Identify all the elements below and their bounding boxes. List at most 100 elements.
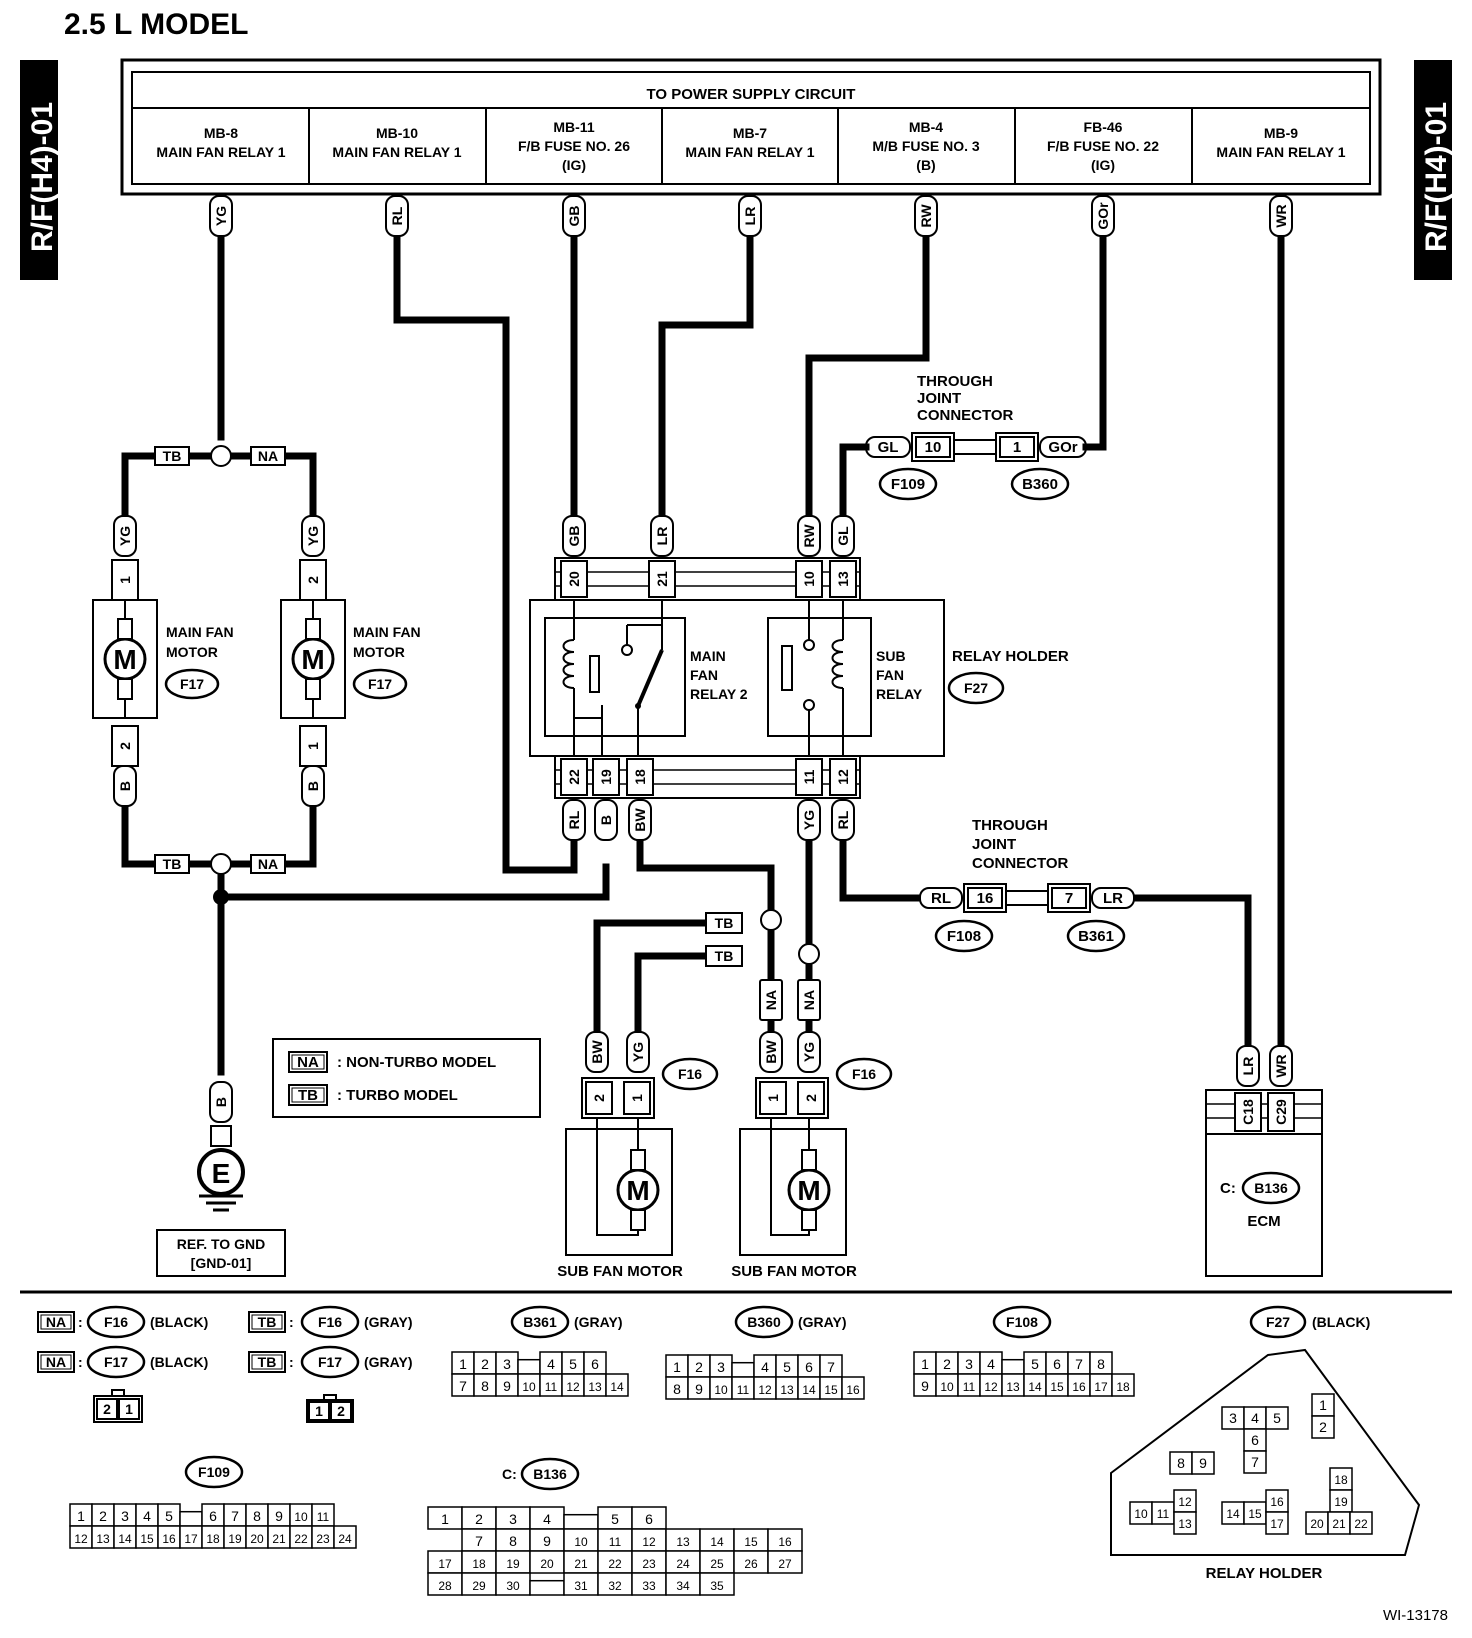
f27-cell <box>1311 1415 1335 1439</box>
wire-tag-gor: GOr <box>1095 202 1111 230</box>
sub-fan-relay-label-3: RELAY <box>876 686 923 702</box>
b360-pin-15: 15 <box>824 1383 838 1397</box>
f108-pin-9: 9 <box>921 1378 929 1394</box>
f108-pin-7: 7 <box>1075 1356 1083 1372</box>
key-f17-gray-color: (GRAY) <box>364 1354 413 1370</box>
b136-pin-6: 6 <box>645 1511 653 1527</box>
key-b360: B360 <box>747 1314 781 1330</box>
f17-label-left: F17 <box>180 676 204 692</box>
b361-cell <box>605 1373 629 1397</box>
main-fan-relay2-label-1: MAIN <box>690 648 726 664</box>
b360-cell <box>731 1361 755 1378</box>
f27-pin-17: 17 <box>1270 1517 1284 1531</box>
b360-pin-13: 13 <box>780 1383 794 1397</box>
b360-pin-4: 4 <box>761 1359 769 1375</box>
f108-pin-2: 2 <box>943 1356 951 1372</box>
wire-tag-gb: GB <box>566 206 582 227</box>
b360-pin-6: 6 <box>805 1359 813 1375</box>
wire-tag-wr-ecm: WR <box>1273 1054 1289 1077</box>
sub-fan-relay-label-1: SUB <box>876 648 906 664</box>
wire-tag-lr-relay: LR <box>654 527 670 546</box>
wire-tag-b-motor-left: B <box>117 781 133 791</box>
b136-pin-4: 4 <box>543 1511 551 1527</box>
b136-pin-14: 14 <box>710 1535 724 1549</box>
f108-pin-16: 16 <box>1072 1380 1086 1394</box>
f16-label-left: F16 <box>678 1066 702 1082</box>
tb-tag-sub-2: TB <box>715 948 734 964</box>
tjc-bottom-line2: JOINT <box>972 836 1016 853</box>
wire-tags-top: YG RL GB LR RW GOr WR <box>209 195 1293 237</box>
b136-pin-7: 7 <box>475 1533 483 1549</box>
pin-1-sub-left: 1 <box>629 1094 645 1102</box>
wire-tag-rl-relay-bottom-2: RL <box>835 810 851 829</box>
relay-holder-label: RELAY HOLDER <box>952 648 1069 665</box>
f109-pin-18: 18 <box>206 1532 220 1546</box>
f109-pin-11: 11 <box>317 1510 330 1524</box>
key-b361-color: (GRAY) <box>574 1314 623 1330</box>
f27-pin-5: 5 <box>1273 1410 1281 1426</box>
key-f108: F108 <box>1006 1314 1038 1330</box>
f27-pin-8: 8 <box>1177 1455 1185 1471</box>
f109-pin-17: 17 <box>184 1532 198 1546</box>
b136-pin-25: 25 <box>710 1557 724 1571</box>
key-b136-prefix: C: <box>502 1466 517 1482</box>
sub-fan-motor-label-right: SUB FAN MOTOR <box>731 1263 857 1280</box>
b360-pin-9: 9 <box>695 1381 703 1397</box>
f17-label-right: F17 <box>368 676 392 692</box>
b361-pin-1: 1 <box>459 1356 467 1372</box>
na-tag-sub-1: NA <box>763 990 779 1010</box>
b136-pin-11: 11 <box>609 1535 622 1549</box>
key-tb-f17-tag: TB <box>258 1354 277 1370</box>
f27-pin-22: 22 <box>1354 1517 1368 1531</box>
pin-16-tjc: 16 <box>977 890 994 907</box>
f109-pin-24: 24 <box>338 1532 352 1546</box>
b360-pin-16: 16 <box>846 1383 860 1397</box>
f109-pin-16: 16 <box>162 1532 176 1546</box>
source-7-line2: MAIN FAN RELAY 1 <box>1216 144 1345 160</box>
b136-label-ecm: B136 <box>1254 1180 1288 1196</box>
pin-10-tjc: 10 <box>925 439 942 456</box>
f109-pin-20: 20 <box>250 1532 264 1546</box>
f108-pin-12: 12 <box>984 1380 998 1394</box>
key-f17-gray: F17 <box>318 1354 342 1370</box>
main-fan-motor-label-right-1: MAIN FAN <box>353 624 421 640</box>
pin-18: 18 <box>632 769 648 785</box>
b361-pin-4: 4 <box>547 1356 555 1372</box>
source-4-line1: MB-7 <box>733 125 767 141</box>
b361-pin-13: 13 <box>588 1380 602 1394</box>
source-4-line2: MAIN FAN RELAY 1 <box>685 144 814 160</box>
b136-pin-27: 27 <box>778 1557 792 1571</box>
wire-tag-lr-tjc: LR <box>1103 890 1123 907</box>
side-tag-left-text: R/F(H4)-01 <box>26 102 59 252</box>
b136-pin-33: 33 <box>642 1579 656 1593</box>
f27-pin-2: 2 <box>1319 1419 1327 1435</box>
key-tb-f16-tag: TB <box>258 1314 277 1330</box>
tjc-bottom-line1: THROUGH <box>972 817 1048 834</box>
pin-1-motor-left: 1 <box>117 576 133 584</box>
tb-tag-top-left: TB <box>163 448 182 464</box>
f108-label: F108 <box>947 928 981 945</box>
f27-cell <box>1265 1511 1289 1535</box>
f27-pin-4: 4 <box>1251 1410 1259 1426</box>
ecm-c-prefix: C: <box>1220 1180 1236 1197</box>
motor-m-left: M <box>113 644 136 675</box>
f108-pin-5: 5 <box>1031 1356 1039 1372</box>
f108-pin-10: 10 <box>940 1380 954 1394</box>
pin-10: 10 <box>801 571 817 587</box>
wire-tag-yg-sub-left: YG <box>630 1042 646 1062</box>
f108-pin-8: 8 <box>1097 1356 1105 1372</box>
b136-pin-35: 35 <box>710 1579 724 1593</box>
f108-cell <box>1001 1358 1025 1375</box>
source-6-line1: FB-46 <box>1084 119 1123 135</box>
wire-tag-yg-motor-left: YG <box>117 526 133 546</box>
f108-pin-15: 15 <box>1050 1380 1064 1394</box>
f27-pin-6: 6 <box>1251 1432 1259 1448</box>
f109-pin-3: 3 <box>121 1508 129 1524</box>
source-6-line3: (IG) <box>1091 157 1115 173</box>
f109-pin-4: 4 <box>143 1508 151 1524</box>
b136-pin-22: 22 <box>608 1557 622 1571</box>
f27-pin-14: 14 <box>1226 1507 1240 1521</box>
key-gray-face-pin1: 1 <box>315 1403 323 1419</box>
b136-pin-8: 8 <box>509 1533 517 1549</box>
